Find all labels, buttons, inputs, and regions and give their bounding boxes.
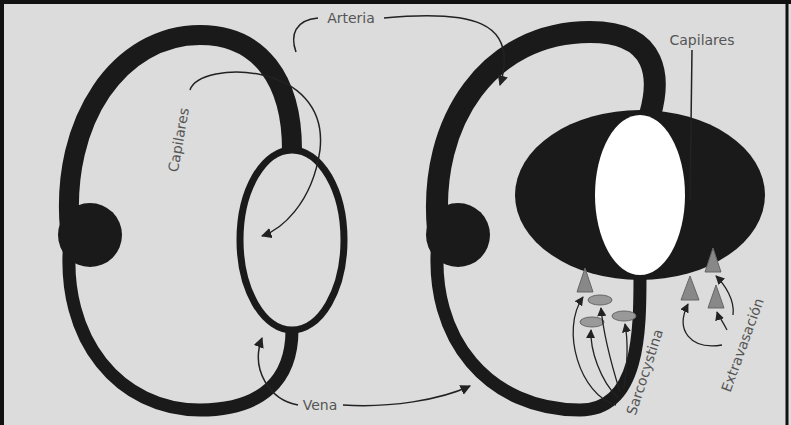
leader-line — [343, 386, 470, 406]
leader-line — [690, 50, 692, 200]
artery — [69, 35, 292, 230]
leader-line — [384, 16, 504, 85]
part-label: Capilares — [164, 105, 192, 176]
leader-line — [683, 304, 722, 346]
frame-line — [786, 0, 789, 425]
heart — [426, 203, 490, 267]
part-label: Arteria — [325, 10, 377, 26]
sarcocyst — [612, 311, 636, 321]
leader-line — [190, 72, 321, 236]
congested-capillary-bed — [515, 110, 765, 280]
capillary-lumen — [595, 115, 685, 275]
leader-line — [601, 308, 620, 392]
leader-line — [624, 324, 627, 388]
frame-line — [0, 0, 791, 4]
heart — [58, 203, 122, 267]
leader-line — [717, 312, 727, 330]
leader-line — [294, 18, 318, 52]
vein — [69, 240, 292, 410]
leader-line — [591, 330, 618, 398]
part-label: Extravasación — [717, 294, 767, 396]
frame-line — [0, 0, 4, 425]
part-label: Vena — [301, 397, 340, 413]
extravasation-cone — [681, 276, 699, 300]
extravasation-cone — [577, 268, 593, 292]
leader-line — [716, 276, 733, 315]
leader-line — [258, 338, 298, 405]
sarcocyst — [580, 317, 604, 327]
sarcocyst — [588, 295, 612, 305]
capillary-bed — [240, 150, 344, 330]
part-label: Capilares — [668, 32, 737, 48]
extravasation-cone — [708, 285, 724, 308]
extravasation-cone — [705, 248, 721, 272]
